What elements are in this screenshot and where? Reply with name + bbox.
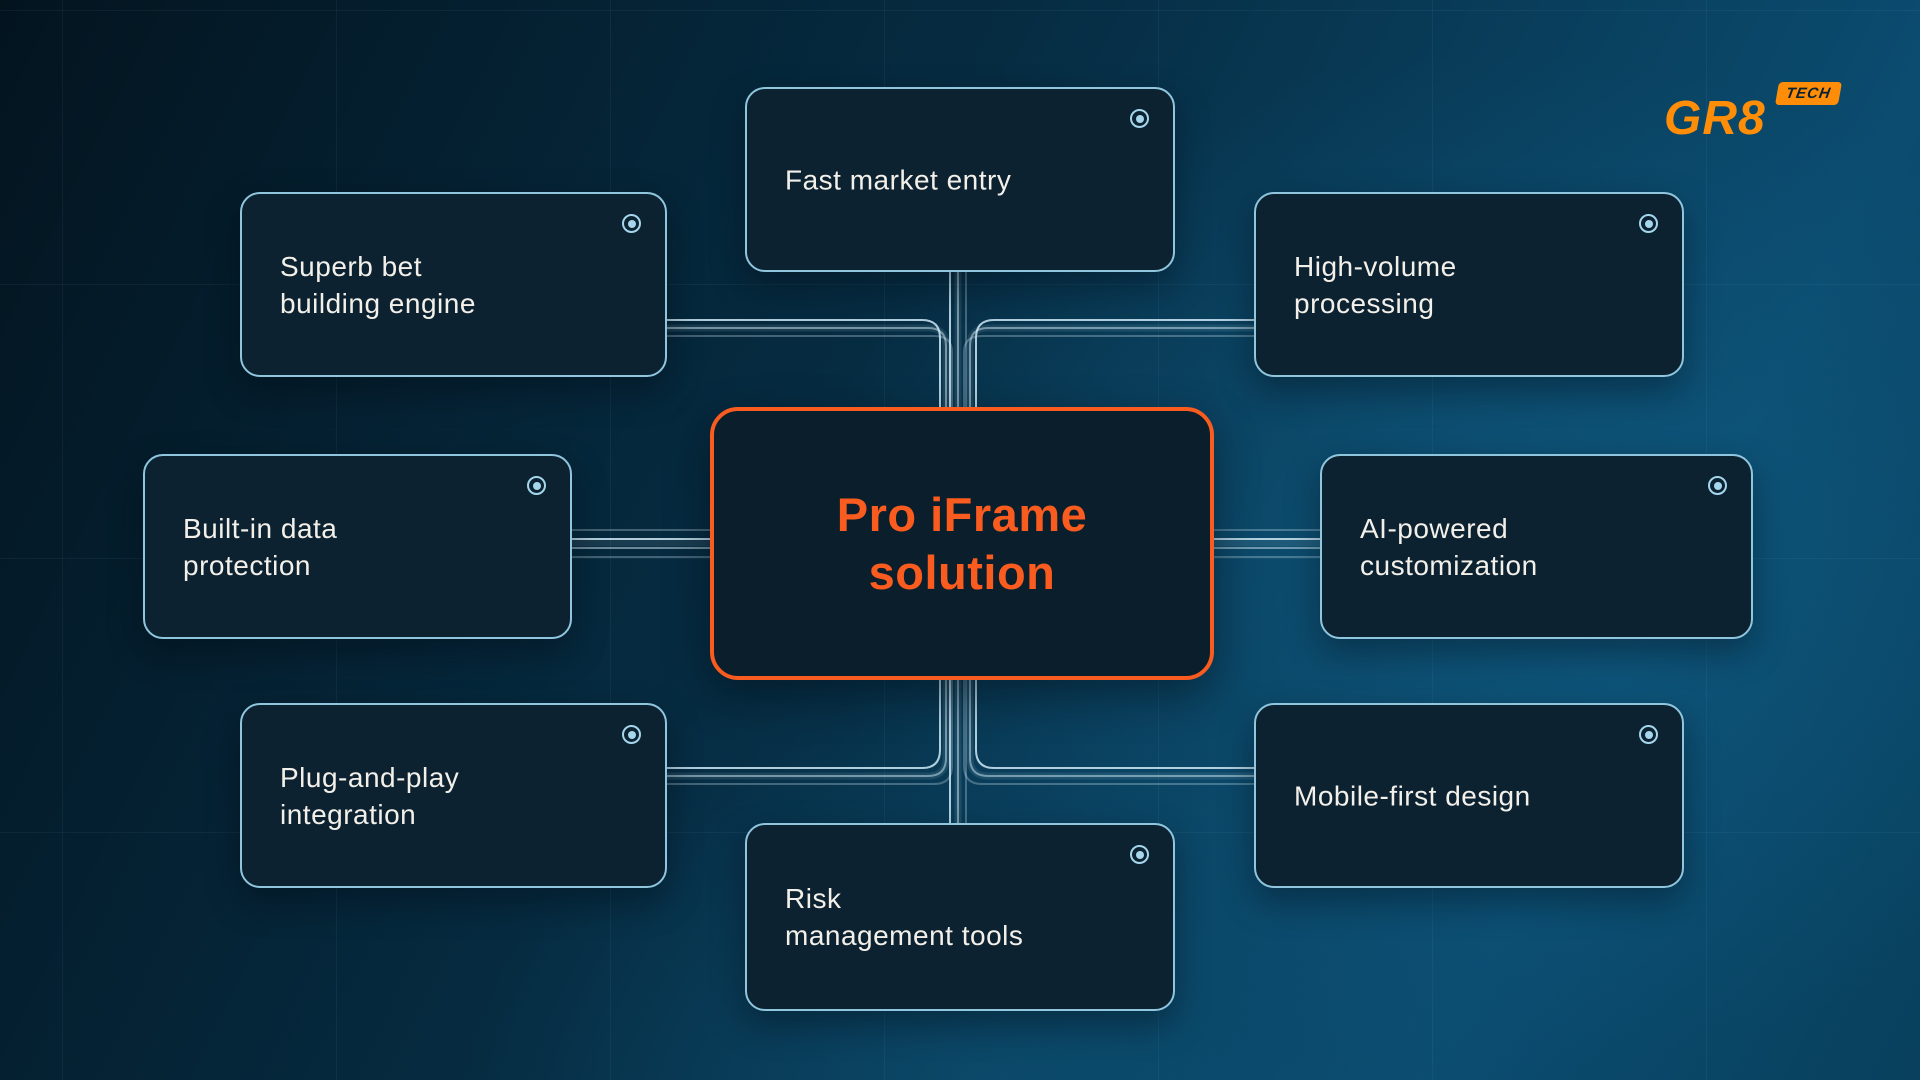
target-dot-icon xyxy=(527,476,546,495)
connector-middle-right xyxy=(1206,529,1320,558)
feature-card-fast-market-entry: Fast market entry xyxy=(745,87,1175,272)
logo-gr8-text: GR8 xyxy=(1664,92,1766,145)
connector-top-left-branch xyxy=(663,319,953,407)
target-dot-icon xyxy=(1708,476,1727,495)
feature-card-built-in-data-protection: Built-in data protection xyxy=(143,454,572,639)
target-dot-icon xyxy=(622,214,641,233)
feature-line: management tools xyxy=(785,920,1024,951)
feature-card-high-volume-processing: High-volume processing xyxy=(1254,192,1684,377)
center-title: Pro iFrame solution xyxy=(714,486,1210,602)
feature-card-superb-bet-building-engine: Superb bet building engine xyxy=(240,192,667,377)
target-dot-icon xyxy=(1130,109,1149,128)
feature-card-label: Risk management tools xyxy=(785,880,1023,954)
logo-tech-badge: TECH xyxy=(1775,82,1843,105)
feature-card-label: Built-in data protection xyxy=(183,510,337,584)
feature-card-label: Superb bet building engine xyxy=(280,248,476,322)
feature-line: Built-in data xyxy=(183,512,338,544)
connector-top-trunk xyxy=(949,268,967,407)
feature-card-label: Fast market entry xyxy=(785,161,1011,198)
connector-middle-left xyxy=(568,529,710,558)
center-title-line: Pro iFrame xyxy=(836,487,1088,541)
feature-line: integration xyxy=(280,798,417,830)
gr8tech-logo: GR8 TECH xyxy=(1664,82,1843,145)
target-dot-icon xyxy=(1639,725,1658,744)
connector-bottom-left-branch xyxy=(663,672,953,785)
target-dot-icon xyxy=(1639,214,1658,233)
feature-line: AI-powered xyxy=(1360,512,1509,544)
feature-line: protection xyxy=(183,549,311,581)
feature-card-label: Mobile-first design xyxy=(1294,777,1531,814)
feature-line: Fast market entry xyxy=(785,164,1012,195)
feature-line: Superb bet xyxy=(280,250,422,282)
feature-line: Mobile-first design xyxy=(1294,780,1531,811)
feature-card-label: Plug-and-play integration xyxy=(280,759,459,833)
center-card-pro-iframe-solution: Pro iFrame solution xyxy=(710,407,1214,680)
feature-card-plug-and-play-integration: Plug-and-play integration xyxy=(240,703,667,888)
feature-line: Plug-and-play xyxy=(280,761,460,793)
feature-card-mobile-first-design: Mobile-first design xyxy=(1254,703,1684,888)
feature-card-label: High-volume processing xyxy=(1294,248,1457,322)
feature-line: building engine xyxy=(280,287,476,319)
target-dot-icon xyxy=(622,725,641,744)
feature-line: High-volume xyxy=(1294,250,1457,282)
connector-bottom-right-branch xyxy=(963,672,1254,785)
feature-line: Risk xyxy=(785,883,842,914)
feature-card-label: AI-powered customization xyxy=(1360,510,1538,584)
feature-card-risk-management-tools: Risk management tools xyxy=(745,823,1175,1011)
connector-top-right-branch xyxy=(963,319,1254,407)
feature-card-ai-powered-customization: AI-powered customization xyxy=(1320,454,1753,639)
feature-line: customization xyxy=(1360,549,1538,581)
center-title-line: solution xyxy=(868,545,1056,599)
target-dot-icon xyxy=(1130,845,1149,864)
connector-bottom-trunk xyxy=(949,672,967,823)
feature-line: processing xyxy=(1294,287,1435,319)
